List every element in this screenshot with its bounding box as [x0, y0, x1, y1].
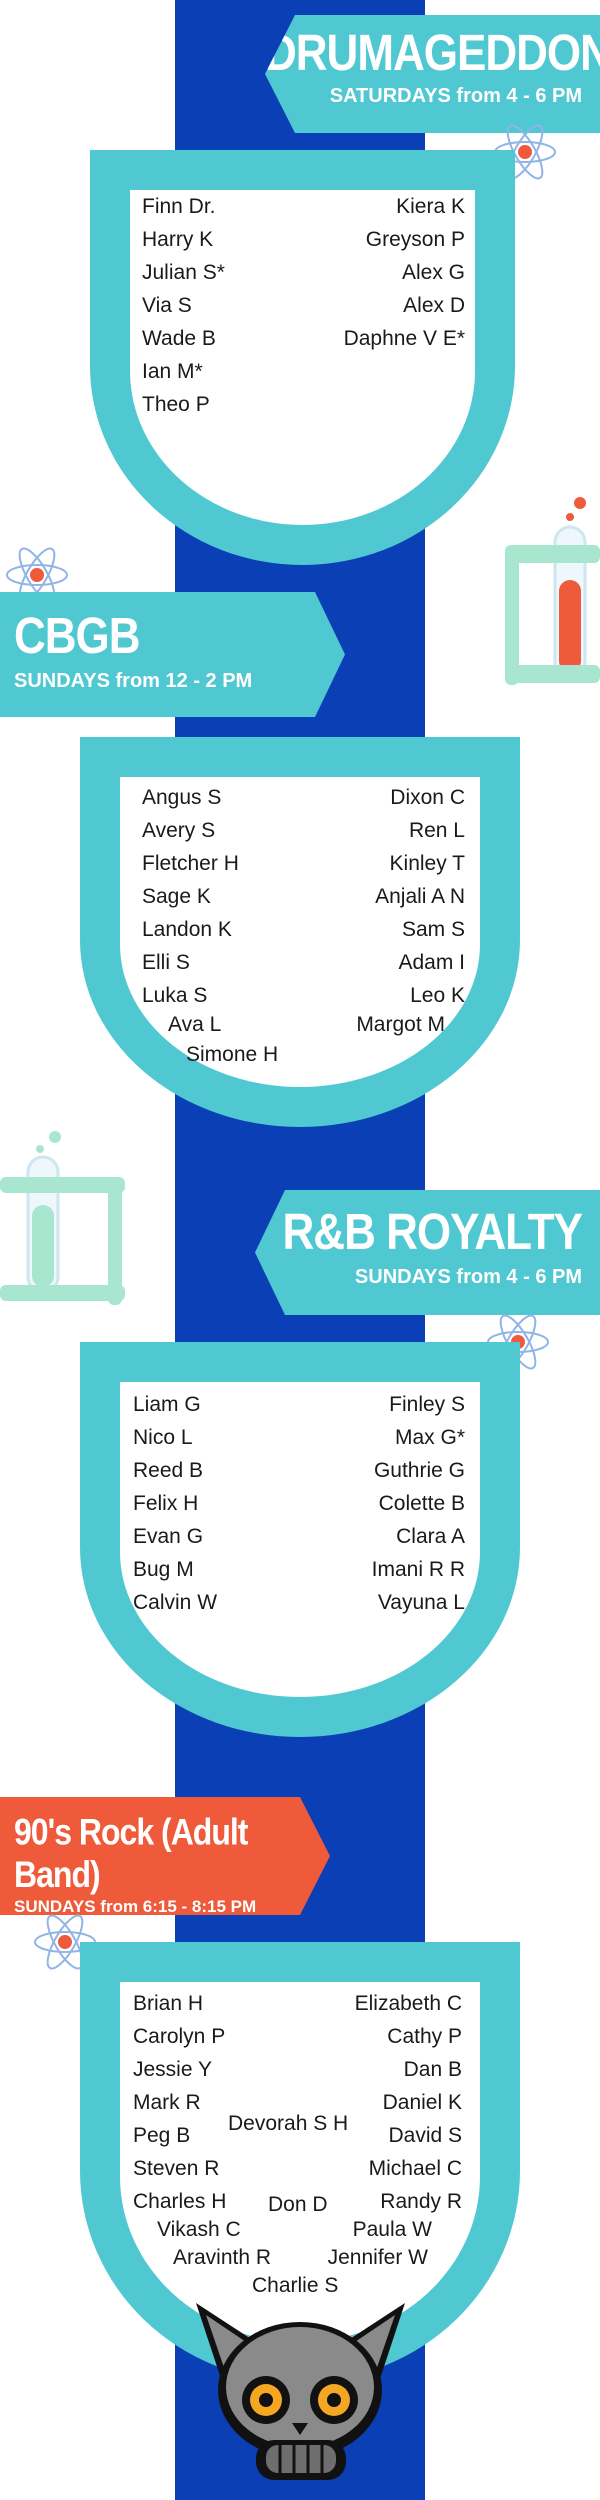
section-schedule: SUNDAYS from 6:15 - 8:15 PM — [14, 1897, 257, 1916]
member-name: Nico L — [133, 1426, 193, 1449]
member-name: Max G* — [394, 1426, 465, 1449]
member-name: Anjali A N — [375, 885, 465, 908]
roster-panel — [130, 190, 475, 525]
member-name: Daniel K — [382, 2091, 462, 2114]
member-name: Avery S — [142, 819, 216, 842]
member-name: Margot M — [356, 1013, 445, 1036]
member-name: Via S — [142, 294, 192, 317]
member-name: Evan G — [133, 1525, 204, 1548]
section-title: CBGB — [14, 608, 140, 665]
member-name: Mark R — [133, 2091, 201, 2114]
member-name: Peg B — [133, 2124, 191, 2147]
member-name: Liam G — [133, 1393, 201, 1416]
member-name: Felix H — [133, 1492, 199, 1515]
test-tube-rack-icon — [505, 497, 600, 685]
member-name: Kinley T — [389, 852, 465, 875]
member-name: Calvin W — [133, 1591, 218, 1614]
section-title: 90's Rock (Adult Band) — [14, 1811, 248, 1895]
member-name: Elli S — [142, 951, 190, 974]
member-name: Finn Dr. — [142, 195, 216, 218]
member-name: Imani R R — [371, 1558, 465, 1581]
member-name: Angus S — [142, 786, 222, 809]
member-name: Vayuna L — [377, 1591, 465, 1614]
roster-panel — [120, 777, 480, 1087]
cat-skull-mascot — [196, 2303, 405, 2480]
roster-shield-drumageddon — [90, 150, 515, 565]
test-tube-rack-icon — [0, 1131, 125, 1305]
member-name: Steven R — [133, 2157, 220, 2180]
roster-shield-cbgb — [80, 737, 520, 1127]
member-name: Charlie S — [252, 2274, 339, 2297]
member-name: Guthrie G — [373, 1459, 465, 1482]
roster-shield-90s-rock — [80, 1942, 520, 2382]
member-name: Julian S* — [142, 261, 225, 284]
member-name: Luka S — [142, 984, 208, 1007]
member-name: Elizabeth C — [354, 1992, 462, 2015]
member-name: Fletcher H — [142, 852, 239, 875]
member-name: Don D — [268, 2193, 328, 2216]
member-name: Harry K — [142, 228, 214, 251]
member-name: Alex G — [401, 261, 465, 284]
section-schedule: SUNDAYS from 12 - 2 PM — [14, 670, 253, 692]
member-name: Sage K — [142, 885, 211, 908]
member-name: Jessie Y — [133, 2058, 212, 2081]
member-name: Colette B — [378, 1492, 465, 1515]
member-name: Greyson P — [365, 228, 465, 251]
member-name: Landon K — [142, 918, 232, 941]
member-name: Aravinth R — [173, 2246, 272, 2269]
member-name: Vikash C — [157, 2218, 241, 2241]
member-name: Clara A — [396, 1525, 465, 1548]
member-name: Randy R — [380, 2190, 462, 2213]
banner-drumageddon: DRUMAGEDDON SATURDAYS from 4 - 6 PM — [265, 15, 600, 133]
member-name: Ren L — [408, 819, 465, 842]
member-name: Alex D — [403, 294, 465, 317]
member-name: Daphne V E* — [343, 327, 465, 350]
member-name: Sam S — [401, 918, 465, 941]
member-name: Dan B — [403, 2058, 462, 2081]
member-name: Brian H — [133, 1992, 204, 2015]
member-name: Cathy P — [387, 2025, 462, 2048]
banner-90s-rock: 90's Rock (Adult Band) SUNDAYS from 6:15… — [0, 1797, 330, 1915]
banner-rnb-royalty: R&B ROYALTY SUNDAYS from 4 - 6 PM — [255, 1190, 600, 1315]
member-name: Devorah S H — [228, 2112, 349, 2135]
banner-cbgb: CBGB SUNDAYS from 12 - 2 PM — [0, 592, 345, 717]
member-name: Michael C — [368, 2157, 462, 2180]
member-name: Charles H — [133, 2190, 227, 2213]
member-name: Bug M — [133, 1558, 194, 1581]
section-schedule: SUNDAYS from 4 - 6 PM — [354, 1266, 582, 1288]
section-title: R&B ROYALTY — [282, 1204, 583, 1261]
member-name: Leo K — [410, 984, 465, 1007]
roster-panel — [120, 1982, 480, 2342]
member-name: Paula W — [352, 2218, 432, 2241]
section-title: DRUMAGEDDON — [265, 25, 600, 82]
member-name: Dixon C — [390, 786, 465, 809]
member-name: Adam I — [398, 951, 465, 974]
member-name: Jennifer W — [327, 2246, 428, 2269]
member-name: Ian M* — [142, 360, 203, 383]
member-name: Reed B — [133, 1459, 204, 1482]
section-schedule: SATURDAYS from 4 - 6 PM — [329, 85, 582, 107]
member-name: Kiera K — [396, 195, 465, 218]
member-name: Wade B — [142, 327, 216, 350]
roster-panel — [120, 1382, 480, 1697]
member-name: Carolyn P — [133, 2025, 226, 2048]
member-name: Ava L — [168, 1013, 222, 1036]
roster-shield-rnb-royalty — [80, 1342, 520, 1737]
member-name: Theo P — [142, 393, 210, 416]
member-name: Simone H — [186, 1043, 279, 1066]
member-name: David S — [388, 2124, 462, 2147]
member-name: Finley S — [389, 1393, 465, 1416]
